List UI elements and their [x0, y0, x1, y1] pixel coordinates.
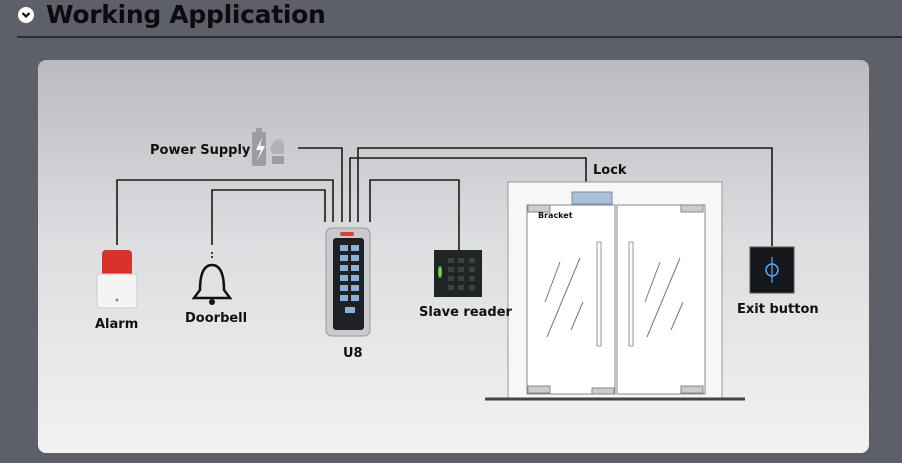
section-title: Working Application [46, 0, 326, 29]
doorbell-label: Doorbell [185, 311, 248, 326]
bracket-label: Bracket [538, 211, 573, 220]
wire-reader [369, 179, 460, 250]
power-supply-icon [252, 128, 284, 166]
header-divider [17, 36, 902, 38]
wire-power [298, 147, 343, 222]
doorbell-icon [191, 252, 233, 305]
alarm-icon [96, 250, 138, 309]
wire-doorbell [211, 189, 326, 245]
exit-button-icon [749, 246, 795, 294]
controller-label: U8 [343, 346, 363, 361]
slave-reader-label: Slave reader [419, 305, 512, 320]
exit-button-label: Exit button [737, 302, 819, 317]
power-supply-label: Power Supply [150, 143, 251, 158]
u8-keypad-icon [325, 227, 371, 337]
alarm-label: Alarm [95, 317, 139, 332]
wire-lock [349, 157, 587, 222]
wire-alarm [116, 179, 334, 245]
glass-door [485, 181, 745, 401]
lock-label: Lock [593, 163, 627, 178]
wire-exit [357, 147, 773, 246]
wires [116, 147, 773, 250]
lock-icon [571, 191, 613, 205]
chevron-down-icon[interactable] [18, 7, 34, 23]
slave-reader-icon [434, 250, 482, 297]
